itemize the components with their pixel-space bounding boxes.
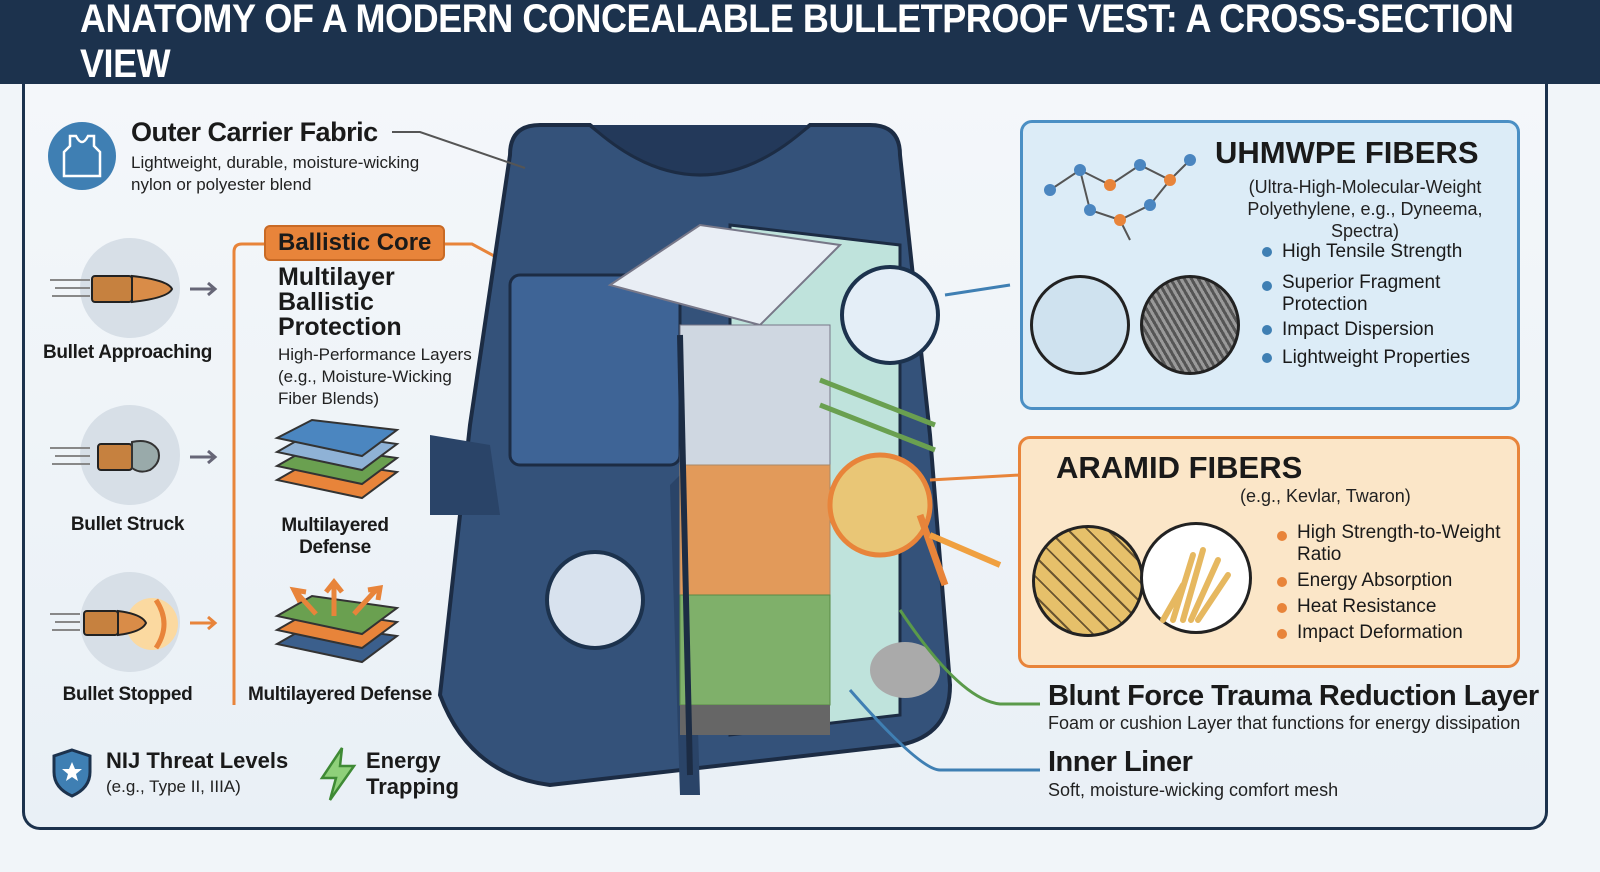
vest-cross-section [430,123,1021,795]
ballistic-core-badge: Ballistic Core [264,225,446,261]
uhmwpe-item: High Tensile Strength [1258,238,1470,266]
uhmwpe-properties: High Tensile Strength Superior Fragment … [1258,238,1470,372]
inner-liner-desc: Soft, moisture-wicking comfort mesh [1048,780,1339,800]
core-heading-1: Multilayer [278,263,395,291]
outer-carrier-leader [392,131,526,169]
core-heading-2: Ballistic [278,288,374,316]
layer-stack-icon [274,418,400,500]
outer-carrier-desc-2: nylon or polyester blend [131,175,312,194]
core-desc-3: Fiber Blends) [278,389,380,408]
uhmwpe-item: Lightweight Properties [1258,344,1470,372]
uhmwpe-item-cont: Protection [1282,294,1368,315]
core-desc: High-Performance Layers (e.g., Moisture-… [278,344,472,410]
layers-magnifier [545,550,645,650]
vest-icon [48,122,116,190]
energy-line-2: Trapping [366,774,459,799]
fiber-network-image [1030,275,1130,375]
nij-desc: (e.g., Type II, IIIA) [106,777,241,796]
uhmwpe-magnifier [840,265,940,365]
aramid-magnifier [827,452,933,558]
blunt-force-title: Blunt Force Trauma Reduction Layer [1048,680,1539,712]
aramid-sub: (e.g., Kevlar, Twaron) [1240,486,1411,506]
aramid-item-cont: Ratio [1297,544,1342,565]
outer-carrier-desc-1: Lightweight, durable, moisture-wicking [131,153,420,172]
inner-liner-title: Inner Liner [1048,746,1193,778]
stack-label-2: Multilayered Defense [247,684,433,705]
aramid-item: Impact Deformation [1273,620,1500,646]
title-banner: ANATOMY OF A MODERN CONCEALABLE BULLETPR… [0,0,1600,86]
aramid-strand-image [1140,522,1252,634]
bullet-struck-label: Bullet Struck [70,514,185,535]
bullet-approaching-label: Bullet Approaching [42,342,213,363]
molecule-icon [1044,154,1196,241]
core-heading: Multilayer Ballistic Protection [278,265,402,340]
uhmwpe-title: UHMWPE FIBERS [1215,135,1479,170]
stack-label-1b: Defense [299,537,371,558]
core-desc-2: (e.g., Moisture-Wicking [278,367,452,386]
energy-line-1: Energy [366,748,441,773]
uhmwpe-sub-1: (Ultra-High-Molecular-Weight [1248,177,1482,197]
vest-front-panel [508,273,682,467]
shield-icon [52,748,92,798]
uhmwpe-sub-2: Polyethylene, e.g., Dyneema, Spectra) [1247,199,1483,241]
nij-title: NIJ Threat Levels [106,748,289,773]
bullet-stopped-icon [50,598,218,650]
aramid-title: ARAMID FIBERS [1056,450,1303,485]
stack-label-1a: Multilayered [281,515,389,536]
lightning-icon [319,747,357,801]
aramid-item: Heat Resistance [1273,594,1500,620]
page-title: ANATOMY OF A MODERN CONCEALABLE BULLETPR… [80,0,1514,86]
dispersion-stack-icon [274,577,400,664]
core-desc-1: High-Performance Layers [278,345,472,364]
aramid-item: High Strength-to-Weight [1273,522,1500,544]
outer-carrier-title: Outer Carrier Fabric [131,117,378,147]
bullet-approaching-icon [50,274,218,304]
woven-aramid-image [1032,525,1144,637]
ballistic-layers [607,223,843,735]
foam-pad [870,642,940,698]
aramid-properties: High Strength-to-Weight Ratio Energy Abs… [1273,522,1500,646]
bullet-struck-icon [50,440,218,473]
uhmwpe-item: Impact Dispersion [1258,316,1470,344]
uhmwpe-item: Superior Fragment [1258,272,1470,294]
leader-lines [848,609,1040,772]
core-heading-3: Protection [278,313,402,341]
fiber-strand-image [1140,275,1240,375]
bullet-stopped-label: Bullet Stopped [62,684,193,705]
blunt-force-desc: Foam or cushion Layer that functions for… [1048,713,1521,733]
aramid-item: Energy Absorption [1273,568,1500,594]
